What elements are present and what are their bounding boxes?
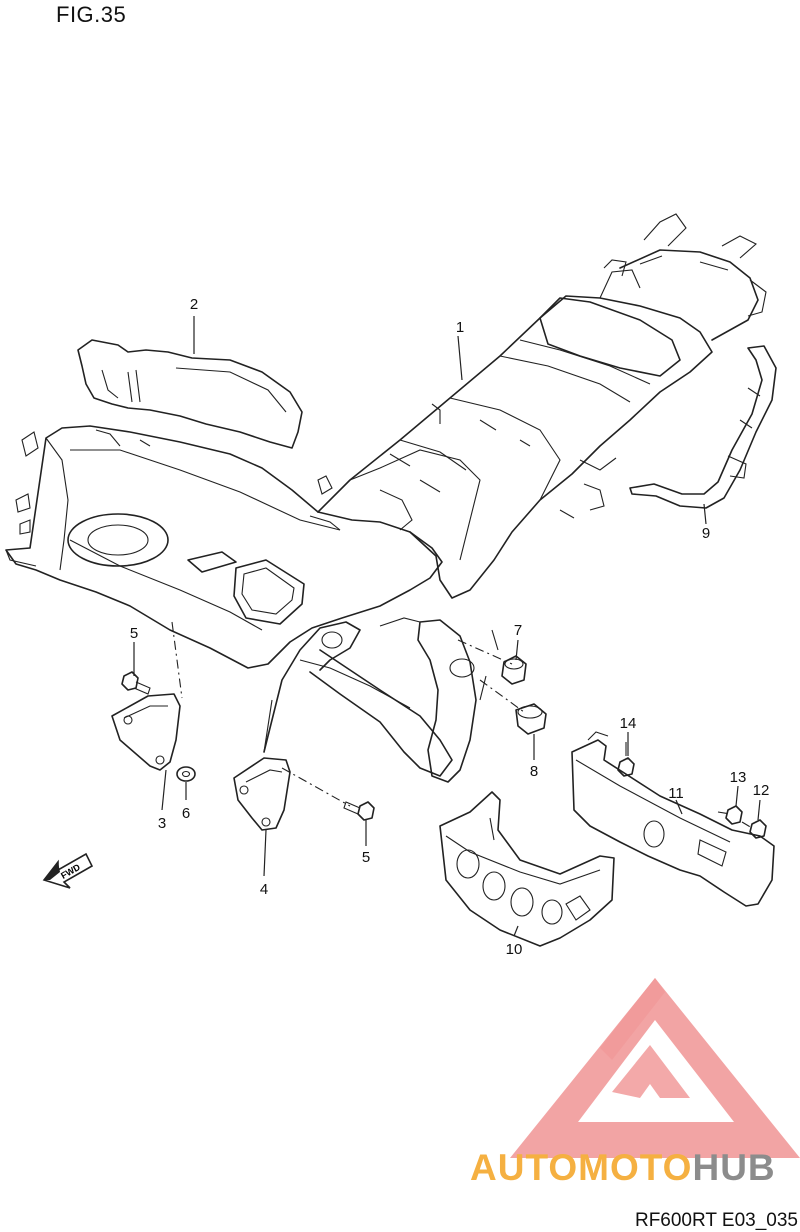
callout-1: 1	[456, 319, 464, 336]
fwd-arrow-icon: FWD	[42, 852, 94, 889]
part-1-front-frame	[5, 425, 443, 669]
watermark-text-part2: HUB	[692, 1147, 775, 1188]
figure-title: FIG.35	[56, 2, 127, 27]
part-2-cover	[77, 339, 303, 449]
callout-5-right: 5	[362, 849, 370, 866]
assembly-lines	[171, 621, 753, 829]
leader-lines	[133, 316, 761, 937]
part-9-side-rail	[629, 345, 777, 509]
callout-14: 14	[620, 715, 637, 732]
callout-2: 2	[190, 296, 198, 313]
part-5-bolt-left	[121, 671, 151, 695]
callout-8: 8	[530, 763, 538, 780]
figure-code: RF600RT E03_035	[634, 1210, 798, 1231]
callout-4: 4	[260, 881, 268, 898]
part-13-bolt	[725, 805, 743, 825]
part-14-bolt	[617, 742, 635, 777]
part-12-bolt	[749, 819, 767, 839]
callout-5-left: 5	[130, 625, 138, 642]
callout-13: 13	[730, 769, 747, 786]
part-3-bracket	[111, 693, 181, 771]
callout-11: 11	[668, 785, 684, 802]
callout-6: 6	[182, 805, 190, 822]
callout-3: 3	[158, 815, 166, 832]
part-11-bracket	[571, 731, 775, 907]
callout-9: 9	[702, 525, 710, 542]
part-8-bushing	[515, 703, 547, 735]
callout-12: 12	[753, 782, 770, 799]
part-6-washer	[176, 766, 196, 782]
watermark-text: AUTOMOTOHUB	[470, 1147, 776, 1188]
watermark-text-part1: AUTOMOTO	[470, 1147, 692, 1188]
part-1-rear-frame	[309, 213, 767, 599]
callout-10: 10	[506, 941, 523, 958]
part-4-bracket	[233, 757, 291, 831]
watermark-logo	[510, 978, 800, 1158]
part-10-bracket	[439, 791, 615, 947]
callout-7: 7	[514, 622, 522, 639]
part-7-bushing	[501, 655, 527, 685]
part-1-lower-frame	[263, 617, 499, 783]
part-5-bolt-right	[343, 801, 375, 821]
callouts: 1 2 3 4 5 5 6 7 8 9 10 11 12 13 14	[130, 296, 770, 958]
